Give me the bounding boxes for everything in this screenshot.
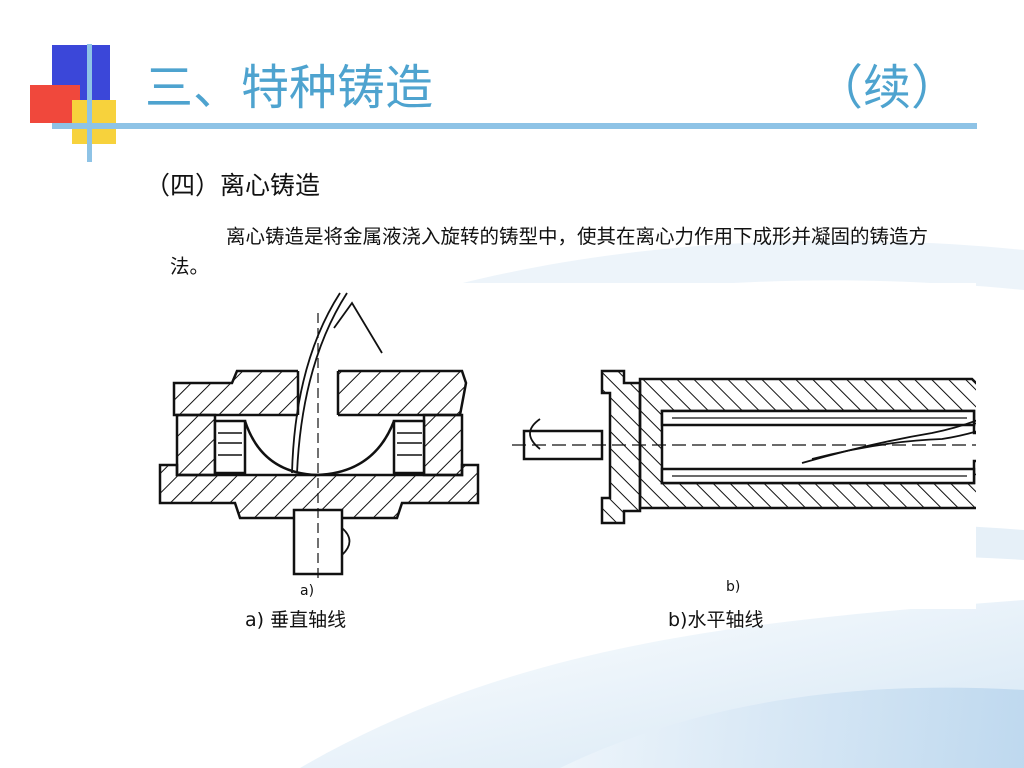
corner-decoration [30,45,116,144]
caption-horizontal-axis: b)水平轴线 [668,605,764,632]
caption-a-letter: a) [245,609,265,631]
vertical-axis-diagram [158,292,480,583]
figure-b-label: b) [726,579,740,595]
caption-b-letter: b) [668,609,688,631]
caption-vertical-axis: a) 垂直轴线 [245,605,346,632]
title-underline [52,123,977,129]
title-vertical-bar [87,44,92,162]
caption-b-text: 水平轴线 [687,609,764,631]
centrifugal-casting-figure: a) b) [158,292,976,599]
slide-title-suffix: （续） [815,60,960,116]
slide-title: 三、特种铸造 [145,60,434,116]
body-paragraph: 离心铸造是将金属液浇入旋转的铸型中，使其在离心力作用下成形并凝固的铸造方法。 [170,225,929,278]
figure-a-label: a) [300,583,314,599]
horizontal-axis-diagram [512,369,976,525]
caption-a-text: 垂直轴线 [264,609,347,631]
section-heading: （四）离心铸造 [145,171,321,200]
figure-panel: a) b) [152,283,976,609]
